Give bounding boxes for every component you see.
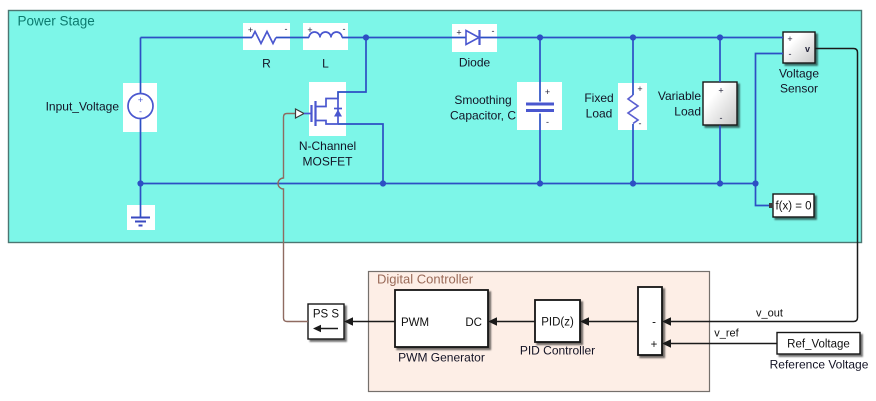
wire-mosfet-source [338, 123, 384, 184]
junction-dot [629, 180, 637, 187]
sensor-minus: - [789, 49, 792, 59]
junction-dot [137, 180, 144, 187]
arrowhead-icon [662, 317, 671, 326]
fixed-load-label-line2: Load [586, 107, 613, 121]
voltage-sensor-block[interactable] [782, 31, 816, 64]
arrowhead-icon [580, 317, 589, 326]
inductor-block[interactable] [303, 23, 348, 50]
pid-controller-label: PID Controller [520, 344, 595, 358]
solver-text: f(x) = 0 [775, 201, 811, 213]
resistor-icon [251, 29, 277, 46]
capacitor-label-line1: Smoothing [454, 93, 511, 107]
junction-dot [536, 34, 544, 41]
capacitor-minus: - [546, 117, 549, 127]
mosfet-label-line2: MOSFET [303, 155, 354, 169]
wire-solver [754, 183, 773, 207]
input-voltage-label: Input_Voltage [46, 100, 120, 114]
diode-icon [465, 29, 481, 46]
variable-load-label-line1: Variable [658, 89, 701, 103]
v-ref-label: v_ref [714, 328, 739, 340]
fixed-load-label-line1: Fixed [584, 91, 613, 105]
solver-port-icon [769, 203, 774, 208]
junction-dot [629, 34, 637, 41]
junction-dot [716, 180, 724, 187]
mosfet-icon [304, 97, 342, 126]
wire-mosfet-drain [337, 37, 367, 99]
diode-minus: - [492, 26, 495, 36]
variable-load-label-line2: Load [674, 105, 701, 119]
inductor-minus: - [343, 24, 346, 34]
pwm-generator-label: PWM Generator [398, 351, 485, 365]
wire-v-out [671, 47, 859, 323]
v-out-label: v_out [756, 308, 783, 320]
pwm-generator-block[interactable] [394, 289, 489, 348]
arrowhead-icon [662, 339, 671, 348]
capacitor-label-line2: Capacitor, C [450, 109, 516, 123]
mosfet-label-line1: N-Channel [299, 139, 356, 153]
arrowhead-icon [488, 317, 497, 326]
inductor-icon [308, 31, 343, 38]
pwm-out-port-label: PWM [401, 317, 429, 329]
arrowhead-icon [344, 317, 353, 326]
source-plus: + [138, 95, 143, 105]
diode-label: Diode [459, 56, 491, 70]
gate-port-icon [294, 108, 306, 119]
power-stage-title: Power Stage [18, 14, 95, 29]
ps-converter-arrow-icon [313, 324, 338, 333]
resistor-plus: + [248, 25, 253, 35]
ref-voltage-text: Ref_Voltage [787, 339, 850, 351]
junction-dot [379, 180, 387, 187]
junction-dot [362, 34, 370, 41]
junction-dot [536, 180, 544, 187]
wire-sensor-minus [754, 52, 783, 184]
pid-block-text: PID(z) [541, 317, 574, 329]
ground-icon [131, 216, 150, 227]
fixed-load-resistor-icon [626, 94, 640, 125]
fixed-load-minus: - [639, 119, 642, 129]
sum-minus-sign: - [652, 317, 656, 329]
inductor-label: L [322, 57, 329, 71]
voltage-sensor-label-line2: Sensor [780, 82, 818, 96]
inductor-plus: + [307, 25, 312, 35]
digital-controller-title: Digital Controller [377, 272, 474, 287]
resistor-block[interactable] [243, 23, 290, 50]
reference-voltage-label: Reference Voltage [770, 358, 869, 372]
sum-plus-sign: + [651, 339, 658, 351]
variable-load-plus: + [718, 86, 723, 96]
source-minus: - [139, 107, 142, 117]
diode-plus: + [456, 28, 461, 38]
ps-converter-text: PS S [313, 309, 340, 321]
junction-dot [716, 34, 724, 41]
voltage-sensor-label-line1: Voltage [779, 67, 819, 81]
sensor-v-port: v [805, 44, 810, 54]
ps-converter-block[interactable] [307, 303, 345, 340]
sensor-plus: + [787, 34, 792, 44]
resistor-label: R [262, 57, 271, 71]
variable-load-minus: - [720, 113, 723, 123]
junction-dot [752, 180, 759, 187]
fixed-load-plus: + [637, 84, 642, 94]
wire-gate-drive [277, 112, 308, 323]
pwm-in-port-label: DC [465, 317, 482, 329]
capacitor-plus: + [545, 87, 550, 97]
resistor-minus: - [285, 24, 288, 34]
voltage-source-icon [127, 92, 154, 120]
